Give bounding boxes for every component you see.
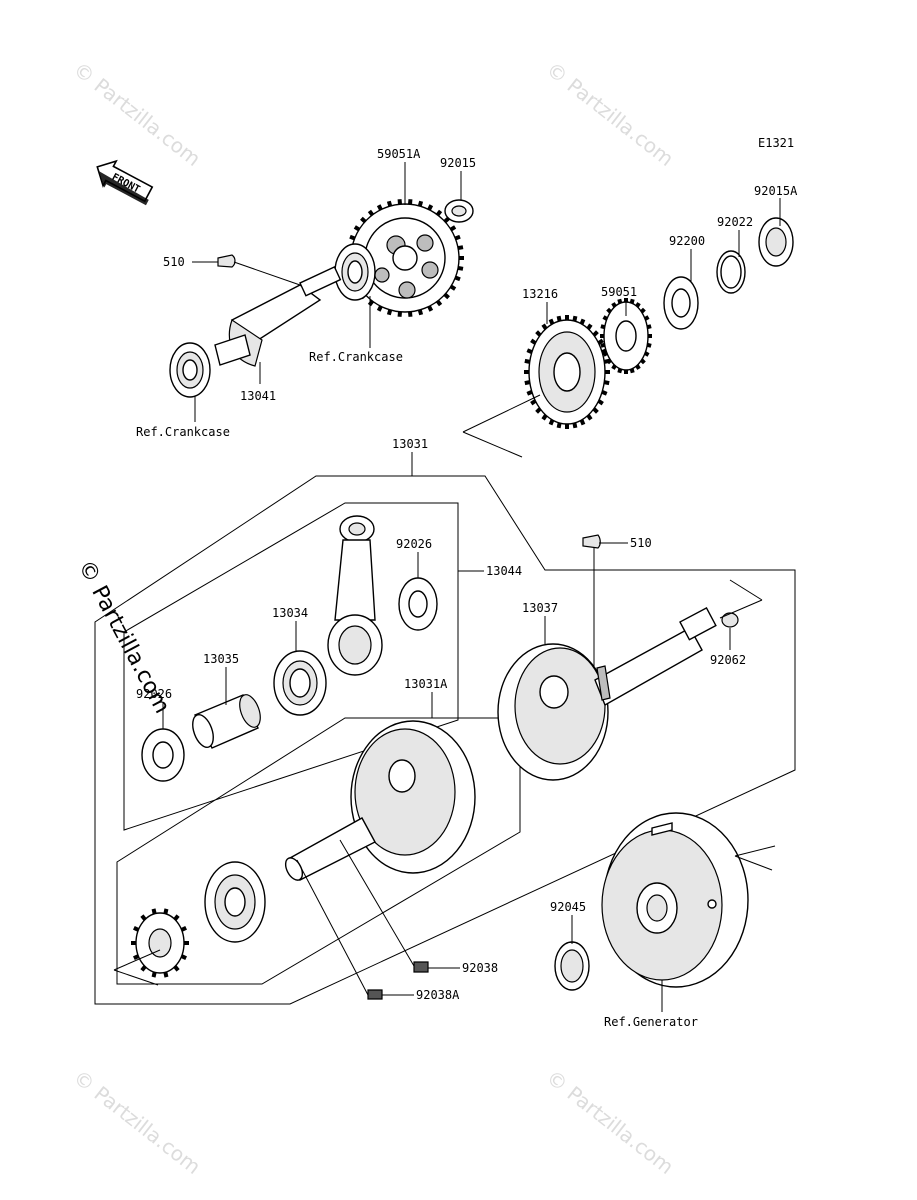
label-92015: 92015 — [440, 156, 476, 170]
main-bearing — [204, 861, 266, 943]
label-92015A: 92015A — [754, 184, 798, 198]
balancer-gear-59051A — [346, 199, 464, 317]
label-59051: 59051 — [601, 285, 637, 299]
nut-92015 — [444, 199, 474, 223]
watermark-top-left: © Partzilla.com — [69, 57, 205, 171]
nut-92015A — [758, 217, 794, 267]
washer-92026-b — [141, 728, 185, 782]
label-13037: 13037 — [522, 601, 558, 615]
crank-half-13031A — [284, 720, 476, 881]
label-510-top: 510 — [163, 255, 185, 269]
timing-sprocket — [131, 908, 189, 978]
label-13044: 13044 — [486, 564, 522, 578]
label-13034: 13034 — [272, 606, 308, 620]
front-arrow-icon: FRONT — [96, 159, 154, 206]
label-92038: 92038 — [462, 961, 498, 975]
watermark-bottom-right: © Partzilla.com — [542, 1065, 678, 1179]
key-510-top — [217, 254, 236, 268]
subassembly-frame-13031A — [116, 692, 521, 985]
lock-washer-92200 — [663, 276, 699, 330]
needle-bearing-13034 — [273, 650, 327, 716]
label-13031: 13031 — [392, 437, 428, 451]
key-92038 — [413, 961, 429, 973]
crank-half-13037 — [497, 606, 717, 781]
subassembly-frame-13044 — [123, 502, 484, 831]
connecting-rod — [327, 515, 383, 676]
label-92062: 92062 — [710, 653, 746, 667]
bearing-upper — [334, 243, 376, 301]
washer-92022 — [716, 250, 746, 294]
crank-pin-13035 — [192, 694, 261, 749]
key-510-mid — [582, 534, 601, 549]
label-ref-crankcase-2: Ref.Crankcase — [136, 425, 230, 439]
balancer-shaft-13041 — [214, 266, 342, 367]
watermark-bottom-left: © Partzilla.com — [69, 1065, 205, 1179]
diagram-code: E1321 — [758, 136, 794, 150]
label-92200: 92200 — [669, 234, 705, 248]
bearing-lower — [169, 342, 211, 398]
leaders-top-right — [462, 198, 781, 458]
label-13041: 13041 — [240, 389, 276, 403]
label-510-mid: 510 — [630, 536, 652, 550]
leaders-rod-group — [162, 552, 419, 729]
assembly-frame-13031 — [94, 452, 796, 1005]
label-59051A: 59051A — [377, 147, 421, 161]
label-13216: 13216 — [522, 287, 558, 301]
bearing-92045 — [554, 941, 590, 991]
label-92026-a: 92026 — [396, 537, 432, 551]
washer-92026-a — [398, 577, 438, 631]
plug-92062 — [721, 612, 739, 628]
leaders-generator — [661, 845, 776, 1012]
generator-rotor — [601, 812, 749, 988]
leaders-13037 — [544, 542, 763, 668]
label-92026-b: 92026 — [136, 687, 172, 701]
label-92038A: 92038A — [416, 988, 460, 1002]
watermark-top-right: © Partzilla.com — [542, 57, 678, 171]
label-92045: 92045 — [550, 900, 586, 914]
label-92022: 92022 — [717, 215, 753, 229]
key-92038A — [367, 989, 383, 1000]
label-13031A: 13031A — [404, 677, 448, 691]
gear-13216 — [524, 315, 610, 429]
leaders-top-left — [192, 162, 462, 422]
label-13035: 13035 — [203, 652, 239, 666]
label-ref-crankcase-1: Ref.Crankcase — [309, 350, 403, 364]
leaders-13031A — [113, 839, 415, 996]
label-ref-generator: Ref.Generator — [604, 1015, 698, 1029]
